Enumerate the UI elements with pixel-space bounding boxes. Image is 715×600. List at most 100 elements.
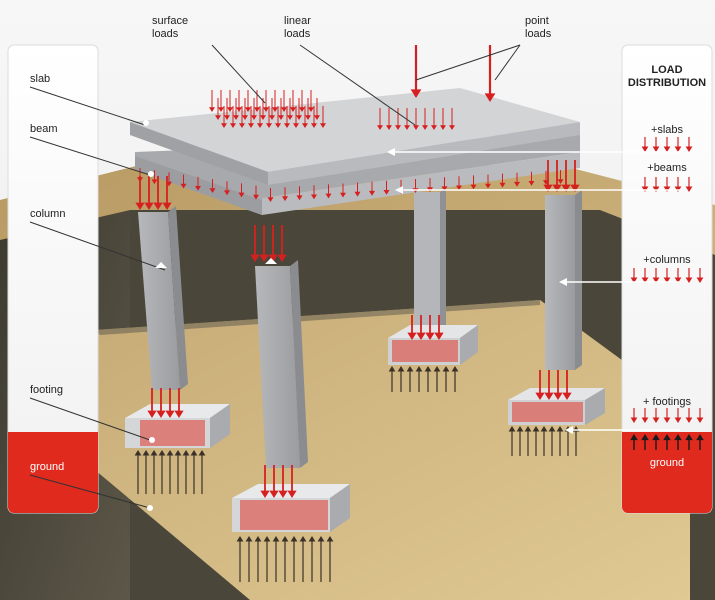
distribution-arrow-head — [696, 417, 704, 423]
linear-load-arrow-head — [449, 125, 455, 130]
footing-load-arrow-head — [147, 410, 157, 418]
distribution-arrow-head — [685, 417, 693, 423]
footing-load-arrow-head — [165, 410, 175, 418]
beam-load-arrow-head — [253, 194, 259, 200]
beam-load-arrow-head — [282, 196, 288, 202]
distribution-arrow-head — [641, 417, 649, 423]
distribution-reaction-arrow-head — [652, 434, 660, 441]
surface-load-arrow-head — [215, 115, 221, 120]
footing-marker — [149, 437, 155, 443]
ground-reaction-arrow-head — [442, 366, 450, 372]
ground-reaction-arrow-head — [166, 450, 174, 456]
footing-load-arrow-head — [278, 490, 288, 498]
surface-load-arrow-head — [308, 107, 314, 112]
surface-load-arrow-head — [248, 123, 254, 128]
back-column-center — [414, 188, 446, 330]
ground-reaction-arrow-head — [556, 426, 564, 432]
ground-reaction-arrow-head — [548, 426, 556, 432]
surface-load-arrow-head — [227, 107, 233, 112]
beam-load-arrow-head — [267, 197, 274, 202]
label-point-loads-2: loads — [525, 28, 552, 40]
slab-marker — [143, 120, 149, 126]
distribution-reaction-arrow-head — [641, 434, 649, 441]
right-ground-block — [622, 432, 712, 513]
distribution-arrow-head — [641, 146, 649, 152]
distribution-title-1: LOAD — [651, 64, 683, 76]
ground-reaction-arrow-head — [174, 450, 182, 456]
distribution-arrow-head — [652, 146, 660, 152]
footing-load-arrow-head — [407, 332, 417, 340]
footing-load-arrow-head — [425, 332, 435, 340]
footing-load-arrow-head — [287, 490, 297, 498]
beam-load-arrow-head — [514, 181, 520, 187]
ground-reaction-arrow-head — [415, 366, 423, 372]
ground-reaction-arrow-head — [451, 366, 459, 372]
column-load-arrow-head — [570, 184, 580, 192]
beam-load-arrow-head — [456, 185, 462, 191]
surface-load-arrow-head — [311, 123, 317, 128]
label-point-loads-1: point — [525, 15, 549, 27]
beam-load-arrow-head — [528, 181, 535, 186]
column-load-arrow-head — [277, 254, 287, 262]
beam-load-arrow-head — [296, 195, 303, 201]
footing-load-arrow-head — [156, 410, 166, 418]
ground-reaction-arrow-head — [272, 536, 280, 542]
ground-reaction-arrow-head — [281, 536, 289, 542]
beam-load-arrow-head — [557, 179, 564, 184]
load-arrows — [134, 45, 704, 582]
surface-load-arrow-head — [254, 107, 260, 112]
ground-reaction-arrow-head — [532, 426, 540, 432]
linear-load-arrow-head — [413, 125, 419, 130]
surface-load-arrow-head — [269, 115, 275, 120]
ground-soil — [0, 165, 715, 600]
footing-front-left — [125, 404, 230, 448]
surface-load-arrow-head — [293, 123, 299, 128]
beam-load-arrow-head — [151, 179, 158, 185]
surface-load-arrow-head — [266, 123, 272, 128]
ground-reaction-arrow-head — [508, 426, 516, 432]
ground-reaction-arrow-head — [142, 450, 150, 456]
surface-load-arrow-head — [299, 107, 305, 112]
footing-load-arrow-head — [260, 490, 270, 498]
ground-reaction-arrow-head — [198, 450, 206, 456]
surface-load-arrow-head — [305, 115, 311, 120]
distribution-arrow-head — [630, 277, 638, 283]
point-load-arrow-head — [410, 89, 422, 98]
column-load-arrow-head — [543, 184, 553, 192]
ground-reaction-arrow-head — [406, 366, 414, 372]
surface-load-arrow-head — [239, 123, 245, 128]
beam-load-arrow-head — [340, 192, 346, 198]
surface-load-arrow-head — [272, 107, 278, 112]
column-load-arrow-head — [250, 254, 260, 262]
surface-load-arrow-head — [260, 115, 266, 120]
label-beam: beam — [30, 123, 58, 135]
footing-load-arrow-head — [434, 332, 444, 340]
column-load-arrow-head — [561, 184, 571, 192]
distribution-arrow-head — [685, 186, 693, 192]
distribution-arrow-head — [674, 146, 682, 152]
distribution-reaction-arrow-head — [674, 434, 682, 441]
ground-reaction-arrow-head — [516, 426, 524, 432]
surface-load-arrow-head — [224, 115, 230, 120]
ground-reaction-arrow-head — [158, 450, 166, 456]
label-slab: slab — [30, 73, 51, 85]
linear-load-arrow-head — [422, 125, 428, 130]
ground-reaction-arrow-head — [290, 536, 298, 542]
distribution-arrow-head — [674, 277, 682, 283]
label-surface-loads-1: surface — [152, 15, 189, 27]
beam-load-arrow-head — [238, 192, 245, 198]
beam-load-arrow-head — [325, 193, 332, 199]
beam-load-arrow-head — [369, 190, 375, 196]
label-linear-loads-2: loads — [284, 28, 311, 40]
distribution-arrow-head — [630, 417, 638, 423]
distribution-columns: +columns — [643, 254, 691, 266]
linear-load-arrow-head — [431, 125, 437, 130]
surface-load-arrow-head — [251, 115, 257, 120]
linear-load-arrow-head — [404, 125, 410, 130]
surface-load-arrow-head — [236, 107, 242, 112]
linear-load-arrow-head — [377, 125, 383, 130]
footing-load-arrow-head — [544, 392, 554, 400]
surface-load-arrow-head — [290, 107, 296, 112]
beam-load-arrow-head — [354, 191, 361, 197]
